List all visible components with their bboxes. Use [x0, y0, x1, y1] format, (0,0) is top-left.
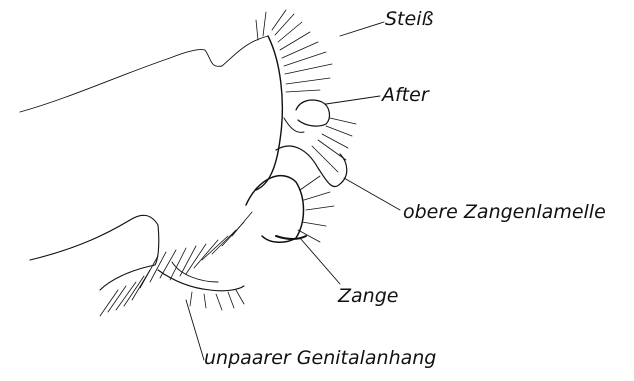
abdomen-dorsal-outline	[20, 36, 268, 112]
label-zange: Zange	[338, 287, 398, 306]
leader-obere	[344, 178, 400, 210]
rump-segment	[256, 36, 282, 190]
leader-after	[326, 96, 380, 104]
bristles	[100, 10, 356, 316]
label-after: After	[382, 86, 429, 105]
label-obere-zangenlamelle: obere Zangenlamelle	[403, 203, 606, 222]
upper-forceps-lamella	[276, 146, 347, 187]
forceps	[246, 176, 304, 243]
forceps-tip	[276, 236, 306, 239]
label-unpaarer-genitalanhang: unpaarer Genitalanhang	[204, 349, 436, 368]
leader-unpaarer	[186, 300, 204, 360]
genital-appendage-inner	[172, 262, 218, 282]
abdomen-ventral-outline	[30, 215, 159, 290]
leader-steiss	[340, 22, 384, 36]
anus-lobe	[296, 100, 329, 126]
label-steiss: Steiß	[385, 10, 433, 29]
leader-zange	[300, 238, 340, 284]
anus-inner	[284, 118, 304, 132]
